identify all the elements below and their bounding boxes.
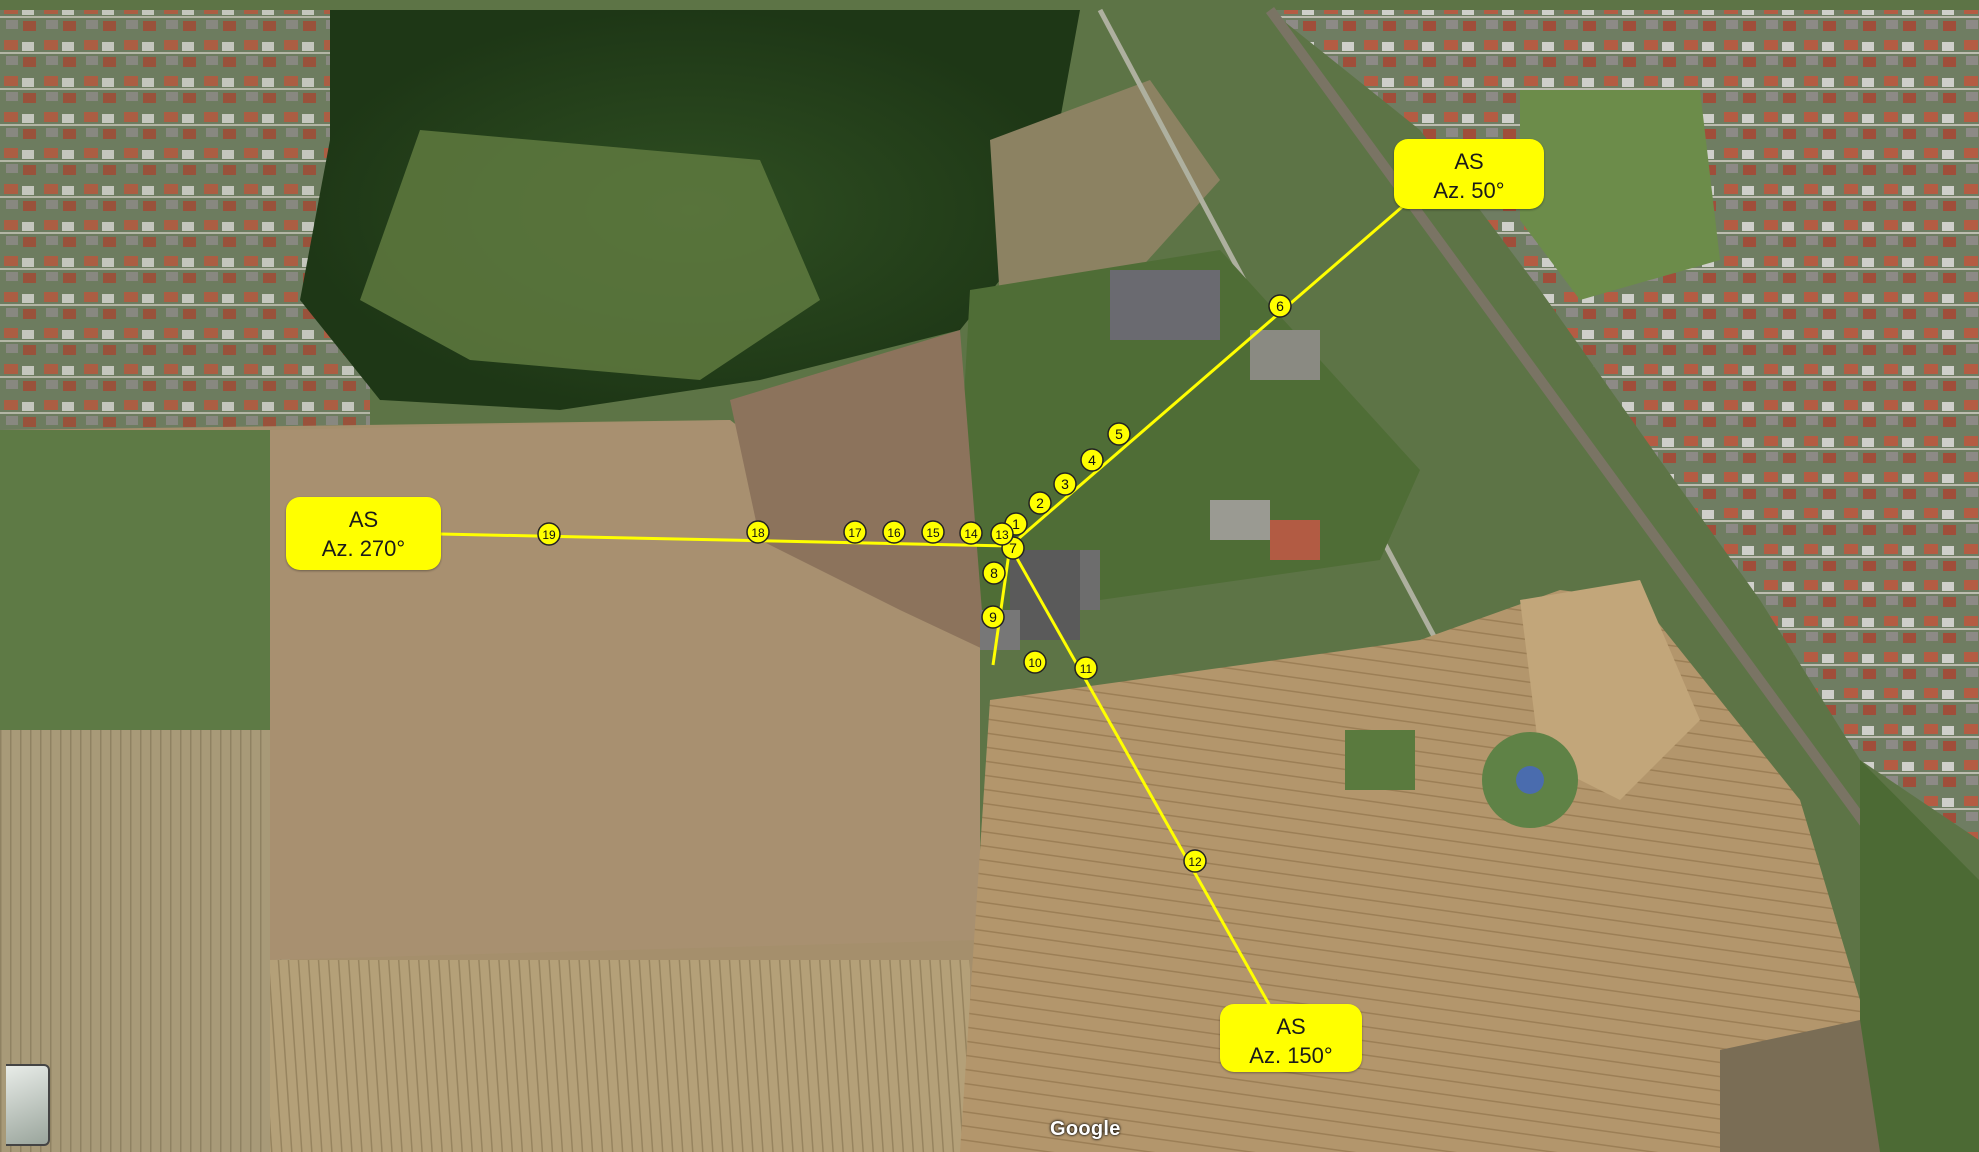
marker-6: 6 bbox=[1268, 294, 1292, 318]
marker-10: 10 bbox=[1023, 650, 1047, 674]
marker-11: 11 bbox=[1074, 656, 1098, 680]
marker-label-11: 11 bbox=[1080, 662, 1093, 676]
marker-3: 3 bbox=[1053, 472, 1077, 496]
marker-label-5: 5 bbox=[1115, 426, 1123, 442]
marker-label-10: 10 bbox=[1028, 656, 1042, 670]
marker-2: 2 bbox=[1028, 491, 1052, 515]
marker-13: 13 bbox=[990, 522, 1014, 546]
marker-label-13: 13 bbox=[995, 528, 1009, 542]
marker-label-6: 6 bbox=[1276, 298, 1284, 314]
route-se bbox=[1008, 545, 1272, 1007]
label-se-station: AS bbox=[1276, 1014, 1306, 1039]
route-w bbox=[439, 532, 1011, 548]
marker-9: 9 bbox=[981, 605, 1005, 629]
marker-14: 14 bbox=[959, 521, 983, 545]
marker-19: 19 bbox=[537, 522, 561, 546]
label-w-station: AS bbox=[348, 507, 379, 532]
label-se-azimuth: Az. 150° bbox=[1249, 1043, 1333, 1068]
azimuth-label-ne: AS Az. 50° bbox=[1394, 139, 1544, 209]
marker-label-7: 7 bbox=[1009, 540, 1017, 556]
marker-label-8: 8 bbox=[990, 565, 998, 581]
marker-label-2: 2 bbox=[1036, 495, 1044, 511]
marker-label-1: 1 bbox=[1012, 516, 1020, 532]
marker-label-16: 16 bbox=[887, 526, 901, 540]
marker-label-4: 4 bbox=[1088, 452, 1096, 468]
marker-label-15: 15 bbox=[926, 526, 940, 540]
marker-label-14: 14 bbox=[964, 527, 978, 541]
marker-17: 17 bbox=[843, 520, 867, 544]
marker-label-17: 17 bbox=[848, 526, 862, 540]
google-logo: Google bbox=[1050, 1118, 1121, 1140]
azimuth-label-se: AS Az. 150° bbox=[1220, 1004, 1362, 1072]
label-ne-station: AS bbox=[1454, 149, 1484, 174]
marker-16: 16 bbox=[882, 520, 906, 544]
street-view-control[interactable] bbox=[6, 1064, 50, 1146]
marker-8: 8 bbox=[982, 561, 1006, 585]
marker-18: 18 bbox=[746, 520, 770, 544]
marker-label-19: 19 bbox=[542, 528, 556, 542]
marker-15: 15 bbox=[921, 520, 945, 544]
marker-label-9: 9 bbox=[989, 609, 997, 625]
marker-5: 5 bbox=[1107, 422, 1131, 446]
route-s bbox=[991, 545, 1012, 666]
marker-4: 4 bbox=[1080, 448, 1104, 472]
label-w-azimuth: Az. 270° bbox=[321, 536, 406, 561]
marker-label-18: 18 bbox=[751, 526, 765, 540]
marker-label-12: 12 bbox=[1188, 855, 1202, 869]
label-ne-azimuth: Az. 50° bbox=[1433, 178, 1505, 203]
marker-12: 12 bbox=[1183, 849, 1207, 873]
marker-label-3: 3 bbox=[1061, 476, 1069, 492]
azimuth-label-w: AS Az. 270° bbox=[286, 497, 441, 570]
